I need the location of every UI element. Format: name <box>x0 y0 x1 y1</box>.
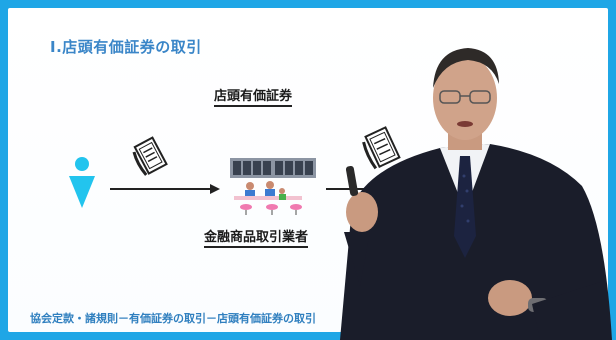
securities-firm-icon <box>230 158 316 215</box>
stock-certificate-icon <box>132 136 168 176</box>
presenter-image <box>340 48 612 340</box>
firm-label: 金融商品取引業者 <box>204 226 309 248</box>
arrow-icon <box>110 184 220 194</box>
diagram-title: 店頭有価証券 <box>214 85 293 107</box>
slide-title: Ⅰ.店頭有価証券の取引 <box>50 38 202 56</box>
stock-certificate-icon <box>362 126 401 170</box>
person-icon <box>69 157 95 208</box>
slide-footer: 協会定款・諸規則－有価証券の取引－店頭有価証券の取引 <box>30 312 316 325</box>
